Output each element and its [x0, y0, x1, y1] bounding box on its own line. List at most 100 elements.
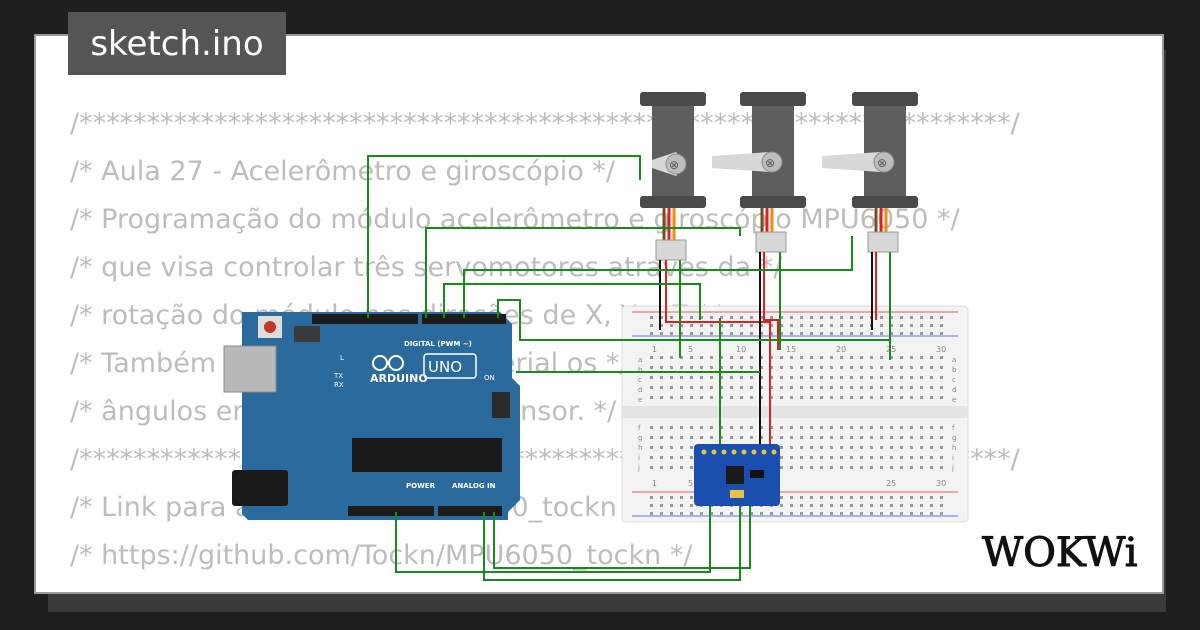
- mpu6050-module-icon[interactable]: [694, 444, 780, 506]
- breadboard-hole: [780, 436, 783, 439]
- breadboard-hole: [690, 366, 693, 369]
- breadboard-hole: [930, 426, 933, 429]
- breadboard-hole: [810, 316, 813, 319]
- bb-col-label: 25: [886, 345, 896, 354]
- code-line: /* Aula 27 - Acelerômetro e giroscópio *…: [70, 156, 615, 187]
- breadboard-hole: [770, 324, 773, 327]
- breadboard-hole: [680, 324, 683, 327]
- breadboard-hole: [690, 504, 693, 507]
- breadboard-hole: [850, 356, 853, 359]
- breadboard-hole: [790, 466, 793, 469]
- servo-motor-icon[interactable]: ⊗: [822, 92, 918, 208]
- breadboard-hole: [810, 356, 813, 359]
- breadboard-hole: [870, 376, 873, 379]
- breadboard-hole: [870, 356, 873, 359]
- breadboard-hole: [790, 496, 793, 499]
- breadboard-hole: [650, 376, 653, 379]
- bb-row-label: f: [638, 424, 641, 432]
- breadboard-hole: [850, 324, 853, 327]
- breadboard-hole: [750, 316, 753, 319]
- breadboard-hole: [750, 324, 753, 327]
- breadboard-hole: [920, 324, 923, 327]
- breadboard-hole: [770, 386, 773, 389]
- breadboard-hole: [830, 466, 833, 469]
- breadboard-hole: [790, 324, 793, 327]
- breadboard-hole: [650, 512, 653, 515]
- breadboard-hole: [750, 356, 753, 359]
- breadboard-hole: [700, 376, 703, 379]
- power-header-label: POWER: [406, 482, 436, 490]
- breadboard-hole: [830, 324, 833, 327]
- breadboard-hole: [930, 332, 933, 335]
- breadboard-hole: [840, 386, 843, 389]
- breadboard-hole: [810, 332, 813, 335]
- breadboard-hole: [740, 356, 743, 359]
- bb-row-label: h: [638, 444, 642, 452]
- breadboard-hole: [650, 396, 653, 399]
- breadboard-hole: [840, 496, 843, 499]
- breadboard-hole: [910, 316, 913, 319]
- servo-motor-icon[interactable]: ⊗: [712, 92, 806, 208]
- breadboard-hole: [800, 356, 803, 359]
- bb-row-label: e: [638, 396, 642, 404]
- breadboard-hole: [790, 316, 793, 319]
- breadboard-hole: [910, 504, 913, 507]
- breadboard-hole: [920, 512, 923, 515]
- breadboard-hole: [650, 366, 653, 369]
- breadboard-hole: [910, 356, 913, 359]
- breadboard-hole: [820, 456, 823, 459]
- breadboard-hole: [700, 436, 703, 439]
- breadboard-hole: [710, 366, 713, 369]
- breadboard-hole: [690, 376, 693, 379]
- breadboard-hole: [820, 436, 823, 439]
- file-tab[interactable]: sketch.ino: [68, 12, 286, 75]
- breadboard-hole: [840, 324, 843, 327]
- breadboard-hole: [830, 386, 833, 389]
- digital-header-high: [312, 314, 418, 324]
- breadboard-hole: [900, 332, 903, 335]
- breadboard-hole: [770, 426, 773, 429]
- breadboard-hole: [890, 446, 893, 449]
- servo-motor-icon[interactable]: ⊗: [640, 92, 706, 208]
- breadboard-hole: [870, 426, 873, 429]
- breadboard-hole: [670, 324, 673, 327]
- breadboard-hole: [710, 512, 713, 515]
- breadboard-hole: [820, 466, 823, 469]
- breadboard-hole: [890, 496, 893, 499]
- breadboard-hole: [760, 436, 763, 439]
- breadboard-hole: [850, 496, 853, 499]
- bb-row-label: d: [952, 386, 956, 394]
- breadboard-hole: [840, 376, 843, 379]
- breadboard-hole: [840, 366, 843, 369]
- breadboard-hole: [920, 332, 923, 335]
- breadboard-hole: [670, 446, 673, 449]
- breadboard-hole: [880, 316, 883, 319]
- breadboard-hole: [720, 426, 723, 429]
- breadboard-hole: [740, 366, 743, 369]
- breadboard-hole: [720, 316, 723, 319]
- breadboard-hole: [910, 332, 913, 335]
- wokwi-logo: WOKWi: [978, 526, 1150, 578]
- breadboard-hole: [760, 316, 763, 319]
- breadboard: 1 5 10 15 20 25 30 1 5 25 30 a b c d e a…: [621, 305, 969, 523]
- breadboard-hole: [780, 356, 783, 359]
- breadboard-hole: [660, 386, 663, 389]
- breadboard-hole: [800, 366, 803, 369]
- bb-row-label: a: [638, 356, 642, 364]
- breadboard-hole: [720, 376, 723, 379]
- arduino-uno-board[interactable]: DIGITAL (PWM ~) ARDUINO UNO ON L TX RX P…: [223, 312, 520, 520]
- breadboard-hole: [860, 512, 863, 515]
- breadboard-hole: [660, 366, 663, 369]
- breadboard-hole: [820, 376, 823, 379]
- breadboard-hole: [900, 316, 903, 319]
- breadboard-hole: [810, 446, 813, 449]
- breadboard-hole: [820, 366, 823, 369]
- breadboard-hole: [720, 396, 723, 399]
- breadboard-hole: [670, 386, 673, 389]
- reset-button[interactable]: [264, 321, 276, 333]
- breadboard-hole: [830, 396, 833, 399]
- breadboard-hole: [800, 376, 803, 379]
- breadboard-hole: [700, 386, 703, 389]
- breadboard-hole: [830, 446, 833, 449]
